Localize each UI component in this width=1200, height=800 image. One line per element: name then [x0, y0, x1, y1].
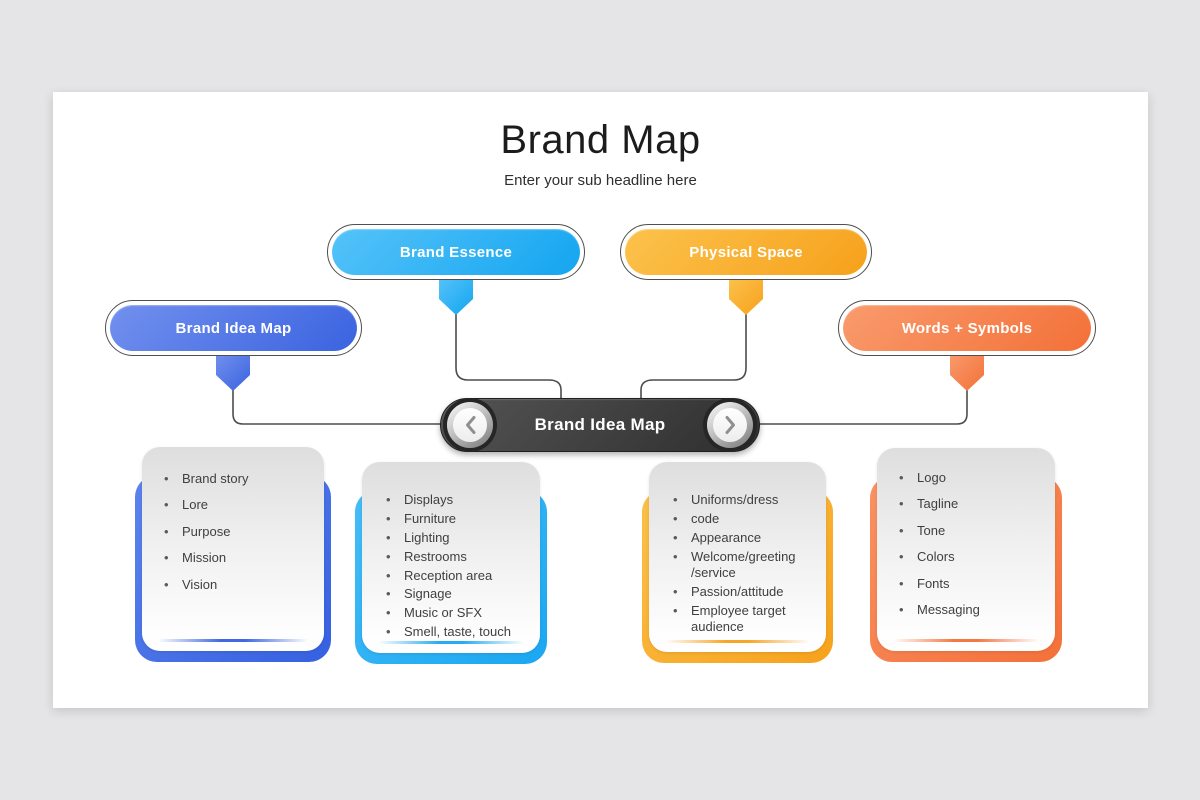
node-fill: Brand Essence	[332, 229, 580, 275]
prev-button[interactable]	[447, 402, 493, 448]
card-body: DisplaysFurnitureLightingRestroomsRecept…	[362, 462, 540, 653]
list-item: Tagline	[897, 496, 1045, 512]
card-words-symbols: LogoTaglineToneColorsFontsMessaging	[870, 448, 1062, 662]
card-body: Brand storyLorePurposeMissionVision	[142, 447, 324, 651]
list-item: code	[671, 511, 818, 528]
next-button-face	[713, 408, 747, 442]
accent-glow-line	[158, 639, 308, 642]
node-label: Physical Space	[689, 243, 803, 261]
list-item: Colors	[897, 549, 1045, 565]
list-item: Reception area	[384, 568, 532, 585]
page-subtitle: Enter your sub headline here	[504, 172, 697, 189]
next-button[interactable]	[707, 402, 753, 448]
list-item: Furniture	[384, 511, 532, 528]
list-item: Logo	[897, 470, 1045, 486]
bullet-list: DisplaysFurnitureLightingRestroomsRecept…	[362, 462, 540, 641]
node-words-symbols[interactable]: Words + Symbols	[838, 300, 1096, 356]
accent-glow-line	[378, 641, 524, 644]
card-physical-space: Uniforms/dress codeAppearanceWelcome/gree…	[642, 462, 833, 663]
list-item: Passion/attitude	[671, 584, 818, 601]
list-item: Purpose	[162, 524, 314, 540]
list-item: Tone	[897, 523, 1045, 539]
list-item: Appearance	[671, 530, 818, 547]
bullet-list: Brand storyLorePurposeMissionVision	[142, 447, 324, 593]
prev-button-face	[453, 408, 487, 442]
card-body: Uniforms/dress codeAppearanceWelcome/gree…	[649, 462, 826, 652]
node-fill: Physical Space	[625, 229, 867, 275]
node-brand-idea-map[interactable]: Brand Idea Map	[105, 300, 362, 356]
bullet-list: Uniforms/dress codeAppearanceWelcome/gree…	[649, 462, 826, 636]
page-title: Brand Map	[500, 118, 701, 162]
list-item: Welcome/greeting /service	[671, 549, 818, 582]
list-item: Vision	[162, 577, 314, 593]
center-node-label: Brand Idea Map	[534, 415, 666, 434]
connector-words-symbols	[749, 388, 968, 425]
list-item: Displays	[384, 492, 532, 509]
list-item: Smell, taste, touch	[384, 624, 532, 641]
list-item: Lighting	[384, 530, 532, 547]
list-item: Music or SFX	[384, 605, 532, 622]
accent-glow-line	[893, 639, 1039, 642]
card-brand-idea-map: Brand storyLorePurposeMissionVision	[135, 447, 331, 662]
connector-physical-space	[640, 312, 747, 404]
list-item: Brand story	[162, 471, 314, 487]
list-item: Employee target audience	[671, 603, 818, 636]
list-item: Lore	[162, 497, 314, 513]
card-brand-essence: DisplaysFurnitureLightingRestroomsRecept…	[355, 462, 547, 664]
accent-glow-line	[664, 640, 811, 643]
list-item: Messaging	[897, 602, 1045, 618]
chevron-left-icon	[465, 416, 475, 434]
node-label: Words + Symbols	[901, 319, 1033, 337]
list-item: Mission	[162, 550, 314, 566]
bullet-list: LogoTaglineToneColorsFontsMessaging	[877, 448, 1055, 618]
connector-brand-essence	[455, 312, 562, 404]
node-brand-essence[interactable]: Brand Essence	[327, 224, 585, 280]
connector-lines	[232, 312, 968, 425]
node-label: Brand Idea Map	[175, 319, 292, 337]
connector-brand-idea-map	[232, 388, 451, 425]
center-node: Brand Idea Map	[440, 398, 760, 452]
list-item: Restrooms	[384, 549, 532, 566]
list-item: Uniforms/dress	[671, 492, 818, 509]
card-body: LogoTaglineToneColorsFontsMessaging	[877, 448, 1055, 651]
list-item: Signage	[384, 586, 532, 603]
node-fill: Brand Idea Map	[110, 305, 357, 351]
chevron-right-icon	[725, 416, 735, 434]
slide-canvas: Brand Map Enter your sub headline here B…	[53, 92, 1148, 708]
node-physical-space[interactable]: Physical Space	[620, 224, 872, 280]
list-item: Fonts	[897, 576, 1045, 592]
node-fill: Words + Symbols	[843, 305, 1091, 351]
node-label: Brand Essence	[399, 243, 513, 261]
